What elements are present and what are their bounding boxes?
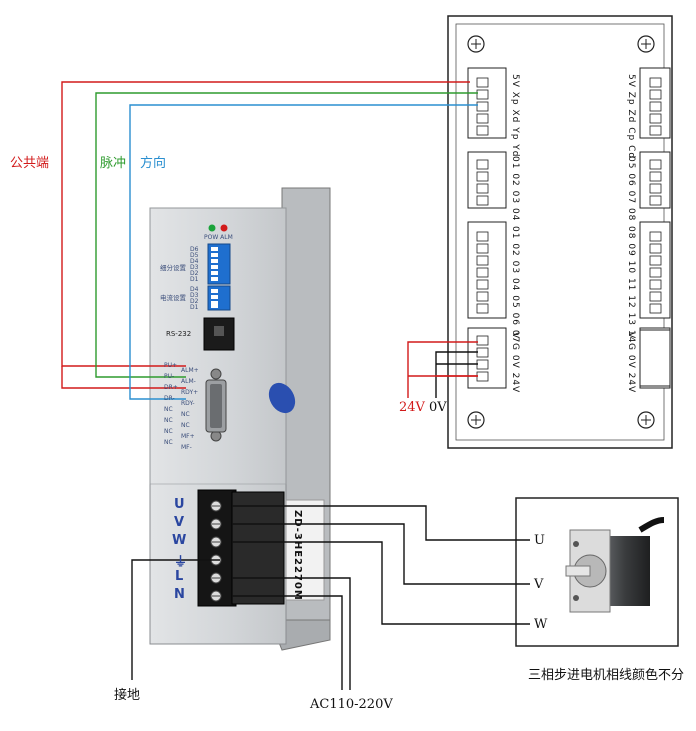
terminal-screw-icon[interactable] bbox=[210, 590, 222, 602]
motor-u-wire bbox=[232, 505, 530, 541]
motor-v-wire bbox=[232, 523, 530, 585]
signal-rdy-minus: RDY- bbox=[181, 400, 195, 407]
dip-sub-label: D1 bbox=[190, 276, 199, 283]
common-wire bbox=[61, 81, 470, 367]
v24-label: 24V bbox=[399, 400, 425, 415]
signal-nc: NC bbox=[164, 439, 173, 446]
signal-rdy-plus: RDY+ bbox=[181, 389, 199, 396]
signal-alm-plus: ALM+ bbox=[181, 367, 199, 374]
common-terminal-label: 公共端 bbox=[10, 156, 50, 171]
signal-mf-plus: MF+ bbox=[181, 433, 195, 440]
board-label-x: 5V Xp Xd Yp Yd bbox=[510, 74, 520, 158]
pulse-label: 脉冲 bbox=[100, 156, 127, 171]
v0-wire bbox=[435, 351, 478, 398]
power-led-icon bbox=[208, 224, 216, 232]
signal-nc: NC bbox=[164, 428, 173, 435]
dip-cur-label: D1 bbox=[190, 304, 199, 311]
brand-badge-icon bbox=[268, 382, 296, 414]
direction-label: 方向 bbox=[140, 156, 167, 171]
motor-terminal-u: U bbox=[534, 533, 545, 548]
terminal-letter-w: W bbox=[172, 533, 187, 548]
v0-label: 0V bbox=[429, 400, 447, 415]
terminal-ground-icon: ⏚ bbox=[174, 555, 188, 570]
ground-label: 接地 bbox=[114, 688, 141, 703]
signal-nc: NC bbox=[181, 411, 190, 418]
current-label: 电流设置 bbox=[160, 294, 186, 302]
terminal-letter-l: L bbox=[175, 569, 184, 584]
terminal-screw-icon[interactable] bbox=[210, 536, 222, 548]
common-wire-2 bbox=[61, 366, 186, 389]
led-labels: POW ALM bbox=[204, 234, 233, 241]
terminal-letter-u: U bbox=[174, 497, 185, 512]
alarm-led-icon bbox=[220, 224, 228, 232]
dip-sub-label: D4 bbox=[190, 258, 199, 265]
motor-w-wire bbox=[232, 541, 530, 625]
direction-wire bbox=[129, 104, 478, 400]
board-label-z: 5V Zp Zd Cp Cd bbox=[626, 74, 636, 160]
dip-sub-label: D6 bbox=[190, 246, 199, 253]
signal-dr-minus: DR- bbox=[164, 395, 175, 402]
board-label-power1: V G 0V 24V bbox=[510, 332, 520, 394]
terminal-screw-icon[interactable] bbox=[210, 572, 222, 584]
dip-cur-label: D2 bbox=[190, 298, 199, 305]
signal-dr-plus: DR+ bbox=[164, 384, 178, 391]
pulse-wire bbox=[95, 92, 478, 378]
terminal-screw-icon[interactable] bbox=[210, 500, 222, 512]
ground-wire bbox=[131, 559, 220, 680]
dip-cur-label: D4 bbox=[190, 286, 199, 293]
signal-pu-plus: PU+ bbox=[164, 362, 178, 369]
board-label-io2: 05 06 07 08 bbox=[626, 156, 636, 222]
terminal-letter-n: N bbox=[174, 587, 185, 602]
stepper-motor bbox=[515, 497, 679, 647]
stepper-driver bbox=[149, 187, 331, 651]
signal-nc: NC bbox=[164, 406, 173, 413]
signal-nc: NC bbox=[181, 422, 190, 429]
ac-input-label: AC110-220V bbox=[310, 697, 393, 712]
dip-sub-label: D5 bbox=[190, 252, 199, 259]
signal-nc: NC bbox=[164, 417, 173, 424]
signal-alm-minus: ALM- bbox=[181, 378, 196, 385]
board-label-out1: 01 02 03 04 05 06 07 bbox=[510, 226, 520, 344]
dip-cur-label: D3 bbox=[190, 292, 199, 299]
terminal-letter-v: V bbox=[174, 515, 185, 530]
motor-note-label: 三相步进电机相线颜色不分 bbox=[528, 668, 685, 683]
v24-wire bbox=[407, 341, 478, 398]
ac-l-wire bbox=[232, 577, 351, 690]
terminal-screw-icon[interactable] bbox=[210, 518, 222, 530]
screw-icon bbox=[467, 35, 485, 53]
controller-board bbox=[447, 15, 673, 449]
rs232-port[interactable] bbox=[203, 317, 235, 351]
signal-pu-minus: PU- bbox=[164, 373, 175, 380]
dip-sub-label: D3 bbox=[190, 264, 199, 271]
signal-mf-minus: MF- bbox=[181, 444, 192, 451]
subdivision-label: 细分设置 bbox=[160, 264, 186, 272]
board-label-io1: 01 02 03 04 bbox=[510, 156, 520, 222]
screw-icon bbox=[637, 411, 655, 429]
motor-terminal-w: W bbox=[534, 617, 548, 632]
screw-icon bbox=[467, 411, 485, 429]
screw-icon bbox=[637, 35, 655, 53]
motor-terminal-v: V bbox=[534, 577, 544, 592]
db15-signal-connector[interactable] bbox=[205, 368, 227, 442]
dip-sub-label: D2 bbox=[190, 270, 199, 277]
driver-model-label: ZD-3HE2270M bbox=[292, 510, 303, 601]
ac-n-wire bbox=[232, 595, 343, 690]
board-label-power2: V G 0V 24V bbox=[626, 332, 636, 394]
rs232-label: RS-232 bbox=[166, 330, 192, 338]
board-label-out2: 08 09 10 11 12 13 14 bbox=[626, 226, 636, 344]
